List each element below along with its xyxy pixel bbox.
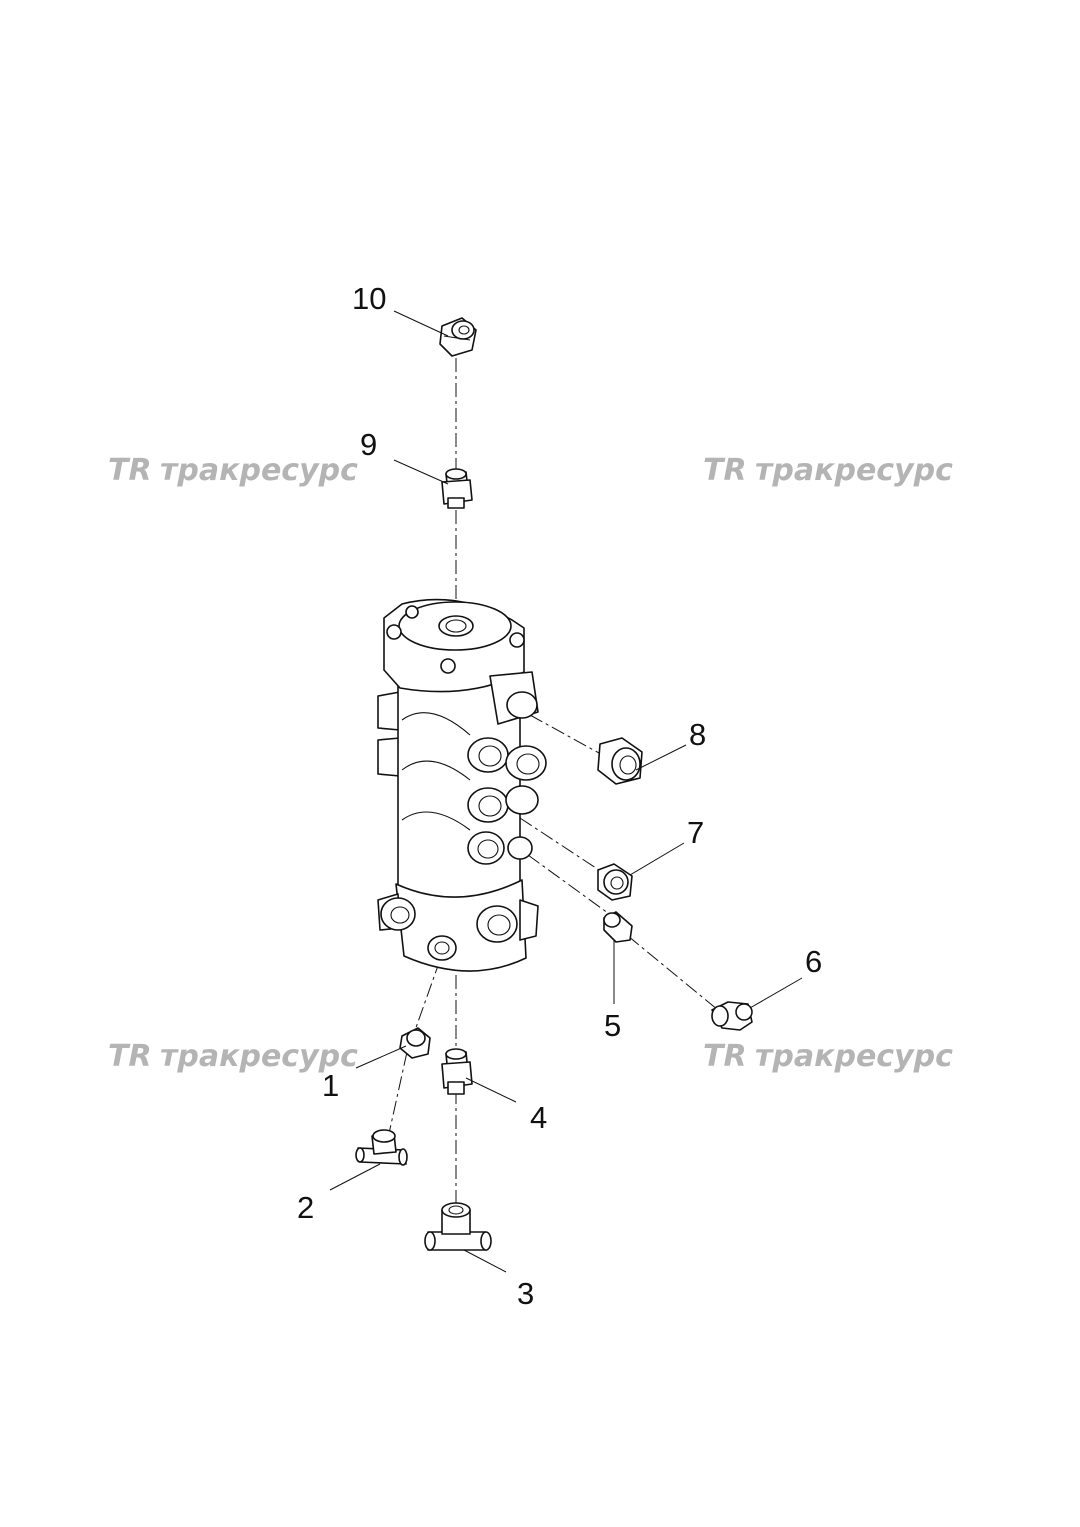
callout-1: 1 (322, 1068, 339, 1103)
axis-5-6 (627, 935, 719, 1011)
internal-passages (401, 712, 471, 831)
bottom-port (427, 935, 457, 961)
assembly-axes (387, 358, 719, 1208)
watermark-text: тракресурс (755, 453, 953, 488)
lower-fitting-right (476, 905, 518, 943)
axis-port-5 (527, 854, 613, 917)
axis-body-1 (412, 959, 441, 1037)
part-7-adapter (597, 863, 633, 901)
top-port (438, 615, 474, 637)
rotary-joint-body (377, 598, 547, 972)
svg-text:TR: TR (108, 1039, 152, 1074)
watermark-logo: TR (108, 1039, 152, 1074)
mounting-lug-upper (377, 691, 401, 731)
watermark-text: тракресурс (160, 1039, 358, 1074)
callout-8: 8 (689, 717, 706, 752)
watermark-text: тракресурс (755, 1039, 953, 1074)
leader-7 (629, 842, 685, 876)
part-1-adapter (399, 1027, 431, 1059)
part-3-tee-fitting (424, 1202, 492, 1251)
callout-labels: 10 9 8 7 6 5 4 3 2 1 (297, 281, 822, 1311)
flange-bolt (440, 658, 456, 674)
watermark-logo: TR (108, 453, 152, 488)
part-5-adapter (603, 911, 633, 943)
axis-port-7 (519, 817, 603, 873)
axis-1-2 (387, 1051, 408, 1139)
callout-10: 10 (352, 281, 386, 316)
part-6-elbow (711, 1001, 753, 1031)
axis-port-8 (529, 714, 609, 759)
watermark-text: тракресурс (160, 453, 358, 488)
leader-1 (355, 1045, 407, 1069)
lower-fitting-left (380, 897, 416, 931)
callout-7: 7 (687, 815, 704, 850)
leader-6 (749, 977, 803, 1009)
part-10-elbow-fitting (439, 317, 477, 357)
leader-2 (329, 1163, 381, 1191)
leader-8 (635, 744, 687, 771)
flange-bolt (405, 605, 419, 619)
part-8-adapter (597, 737, 643, 785)
watermark-logo: TR (703, 1039, 747, 1074)
body-fittings (467, 737, 547, 865)
leader-4 (465, 1077, 517, 1103)
callout-5: 5 (604, 1008, 621, 1043)
lower-lug-right (519, 899, 539, 941)
flange-bolt (509, 632, 525, 648)
watermark-top-left: TR тракресурс (108, 453, 358, 488)
watermark-top-right: TR тракресурс (703, 453, 953, 488)
callout-4: 4 (530, 1100, 547, 1135)
leader-10 (393, 310, 449, 337)
callout-2: 2 (297, 1190, 314, 1225)
leader-9 (393, 459, 449, 485)
part-9-adapter (441, 468, 473, 509)
svg-text:TR: TR (108, 453, 152, 488)
leader-3 (463, 1249, 507, 1273)
part-2-tee-fitting (355, 1129, 408, 1166)
part-4-adapter (441, 1048, 473, 1095)
callout-6: 6 (805, 944, 822, 979)
svg-text:TR: TR (703, 1039, 747, 1074)
callout-9: 9 (360, 427, 377, 462)
side-port-8 (506, 691, 538, 719)
svg-text:TR: TR (703, 453, 747, 488)
watermark-bottom-left: TR тракресурс (108, 1039, 358, 1074)
watermark-bottom-right: TR тракресурс (703, 1039, 953, 1074)
leader-lines (329, 310, 803, 1273)
mounting-lug-lower (377, 737, 401, 777)
watermark-logo: TR (703, 453, 747, 488)
callout-3: 3 (517, 1276, 534, 1311)
flange-bolt (386, 624, 402, 640)
